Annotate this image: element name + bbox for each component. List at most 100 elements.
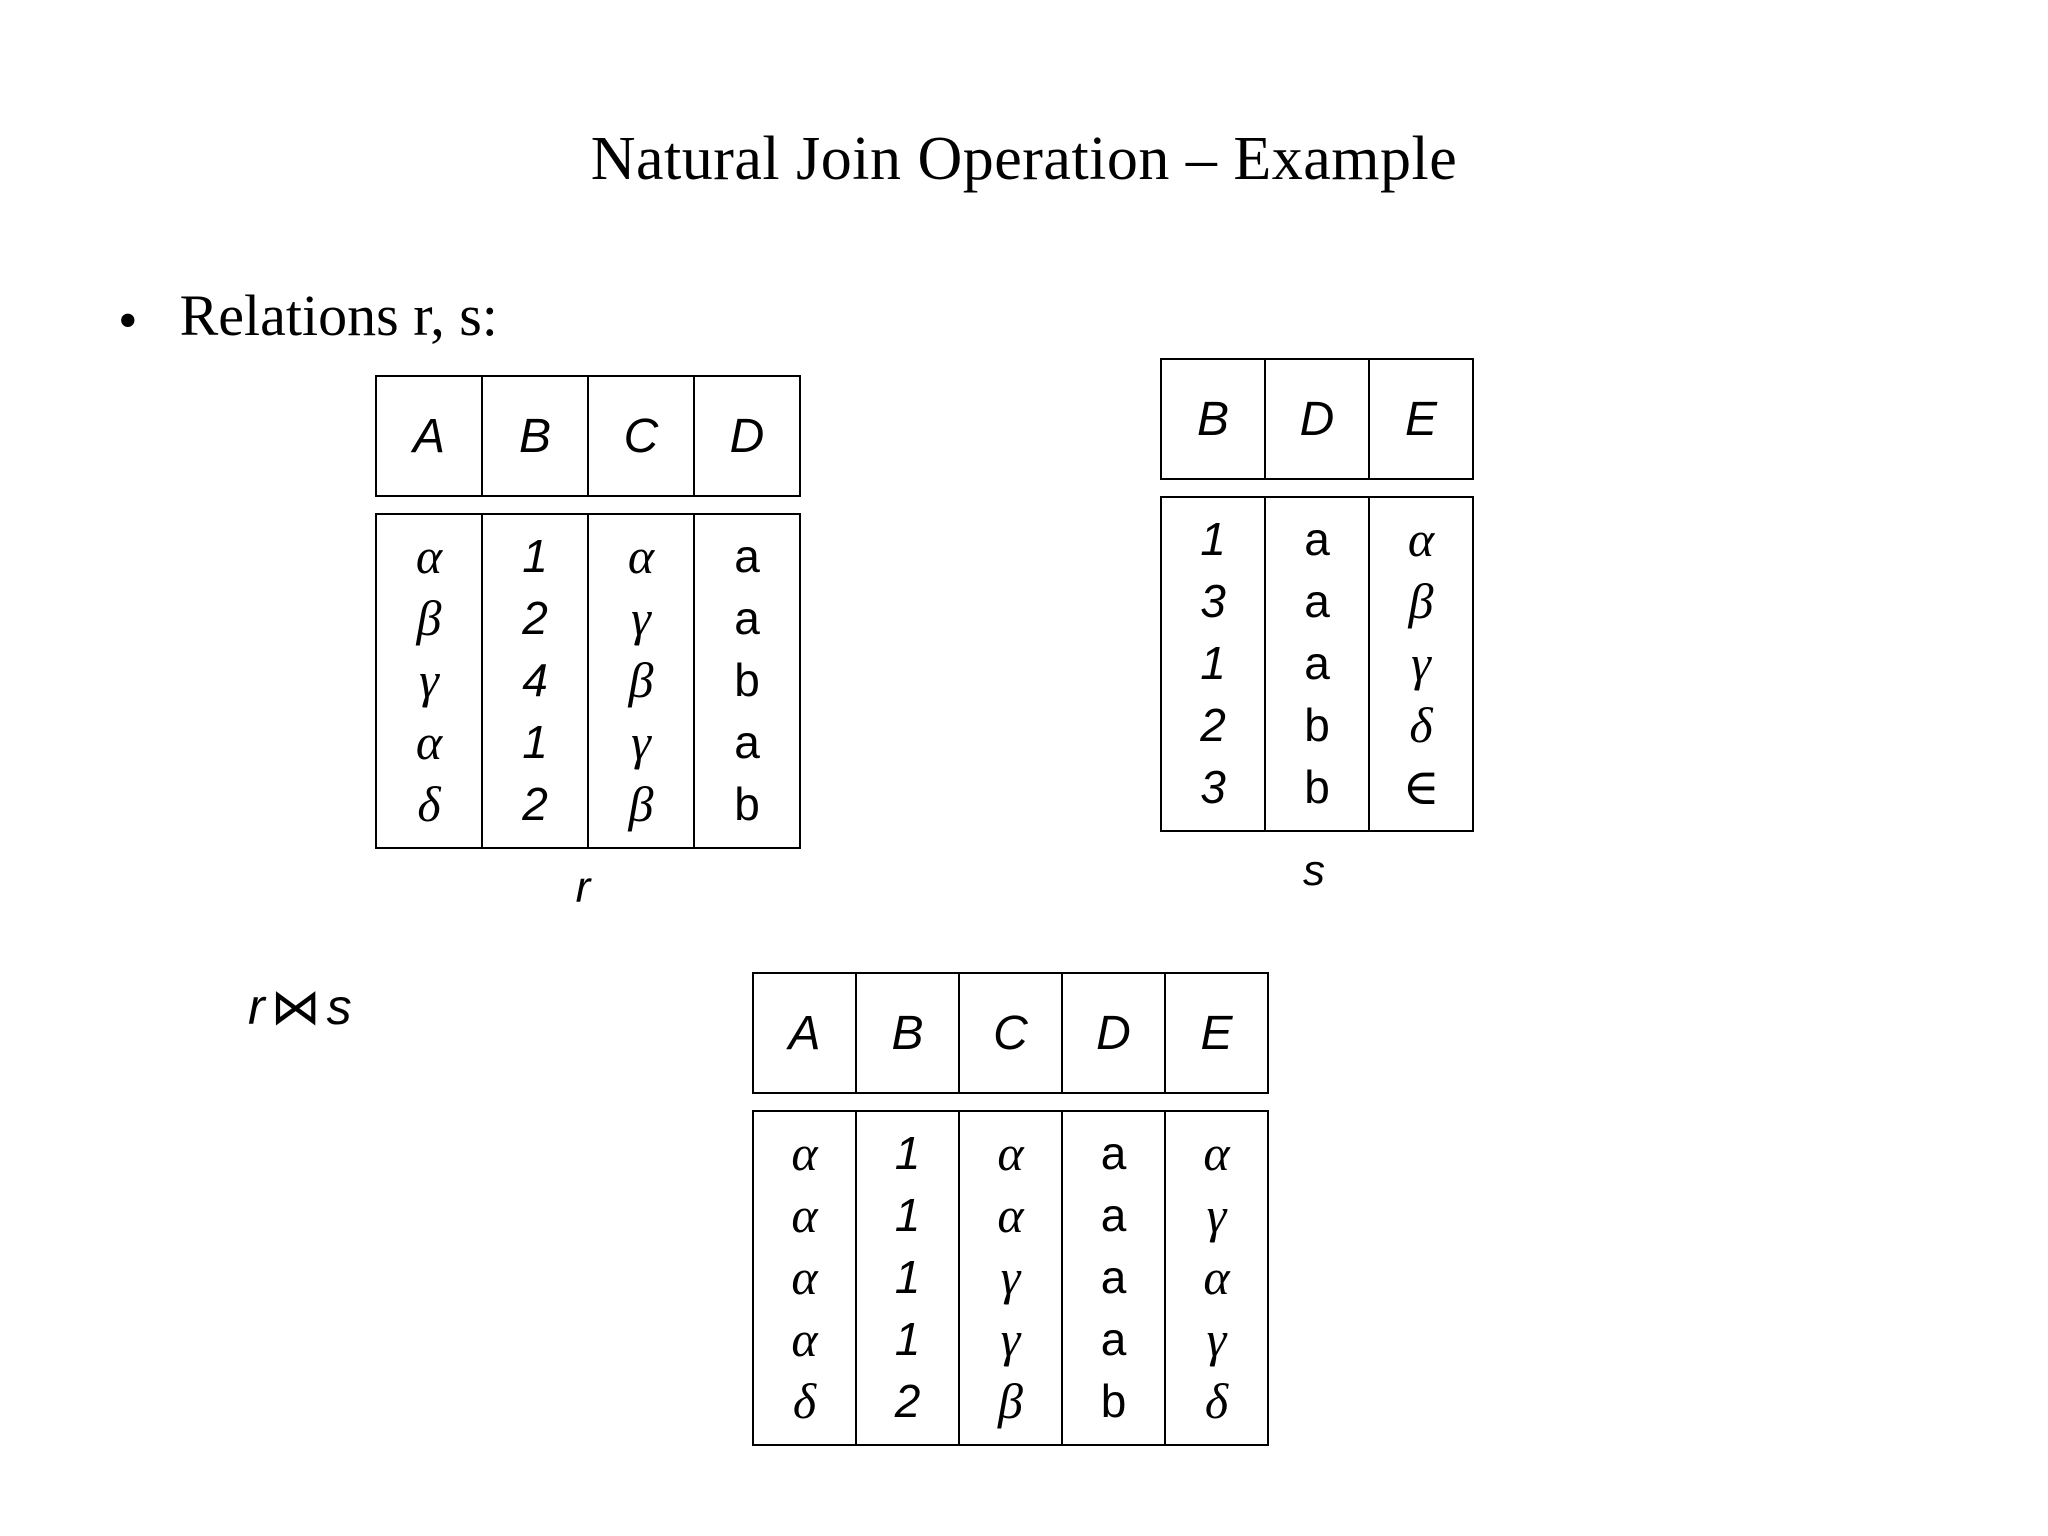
table-cell-value: 1 bbox=[894, 1251, 921, 1303]
bullet-line: • Relations r, s: bbox=[118, 283, 498, 350]
table-cell-value: 1 bbox=[522, 530, 548, 582]
table-cell-value: b bbox=[734, 778, 760, 830]
table-cell-value: 1 bbox=[894, 1127, 921, 1179]
column-header-c: C bbox=[587, 375, 695, 497]
column-header-b: B bbox=[855, 972, 960, 1094]
header-body-gap bbox=[1160, 480, 1468, 496]
relation-r-label: r bbox=[575, 863, 591, 912]
table-cell-value: α bbox=[791, 1125, 818, 1181]
table-cell-value: β bbox=[1408, 573, 1434, 629]
column-header-d: D bbox=[1061, 972, 1166, 1094]
table-cell-value: γ bbox=[1206, 1311, 1227, 1367]
table-cell-value: δ bbox=[1409, 697, 1433, 753]
table-cell-value: a bbox=[1100, 1189, 1127, 1241]
table-cell-value: a bbox=[734, 530, 760, 582]
table-cell-value: 2 bbox=[522, 592, 548, 644]
table-header-row: A B C D bbox=[375, 375, 801, 497]
table-cell-value: 2 bbox=[894, 1375, 921, 1427]
column-header-e: E bbox=[1368, 358, 1474, 480]
table-header-row: A B C D E bbox=[752, 972, 1269, 1094]
table-cell-value: a bbox=[1100, 1127, 1127, 1179]
table-cell-value: δ bbox=[1204, 1373, 1229, 1429]
relation-s-header: B D E bbox=[1160, 358, 1474, 480]
header-body-gap bbox=[752, 1094, 1258, 1110]
table-cell-value: γ bbox=[1411, 635, 1431, 691]
table-cell-value: α bbox=[1203, 1125, 1230, 1181]
table-cell-value: 2 bbox=[1200, 699, 1226, 751]
table-cell-value: δ bbox=[417, 776, 441, 832]
table-cell-value: β bbox=[628, 652, 654, 708]
bullet-label: Relations r, s: bbox=[179, 283, 498, 348]
table-cell-value: α bbox=[627, 528, 655, 584]
column-header-c: C bbox=[958, 972, 1063, 1094]
column-header-b: B bbox=[1160, 358, 1266, 480]
table-cell-value: γ bbox=[1206, 1187, 1227, 1243]
table-cell-value: ∈ bbox=[1402, 759, 1440, 815]
table-cell-value: δ bbox=[792, 1373, 817, 1429]
table-cell-value: β bbox=[628, 776, 654, 832]
table-cell-value: b bbox=[734, 654, 760, 706]
header-body-gap bbox=[375, 497, 791, 513]
relation-s-label: s bbox=[1303, 846, 1325, 895]
table-cell-value: 3 bbox=[1200, 761, 1226, 813]
column-header-a: A bbox=[375, 375, 483, 497]
column-header-b: B bbox=[481, 375, 589, 497]
join-right-operand: s bbox=[326, 979, 352, 1035]
table-cell-value: γ bbox=[631, 714, 651, 770]
join-left-operand: r bbox=[248, 979, 265, 1035]
table-cell-value: 1 bbox=[1200, 513, 1226, 565]
bullet-dot-icon: • bbox=[118, 290, 138, 352]
table-cell-value: a bbox=[1304, 575, 1330, 627]
table-cell-value: γ bbox=[1000, 1249, 1021, 1305]
table-cell-value: α bbox=[415, 714, 443, 770]
natural-join-bowtie-icon: ⋈ bbox=[270, 978, 321, 1036]
table-cell-value: a bbox=[734, 716, 760, 768]
column-header-d: D bbox=[1264, 358, 1370, 480]
join-expression: r⋈s bbox=[248, 978, 352, 1036]
table-cell-value: α bbox=[1203, 1249, 1230, 1305]
table-cell-value: α bbox=[997, 1187, 1024, 1243]
table-cell-value: α bbox=[997, 1125, 1024, 1181]
table-cell-value: b bbox=[1100, 1375, 1127, 1427]
table-cell-value: b bbox=[1304, 761, 1330, 813]
table-cell-value: a bbox=[1100, 1313, 1127, 1365]
page-title: Natural Join Operation – Example bbox=[590, 125, 1458, 193]
table-cell-value: β bbox=[998, 1373, 1023, 1429]
table-cell-value: 1 bbox=[1200, 637, 1226, 689]
table-cell-value: a bbox=[734, 592, 760, 644]
table-cell-value: 2 bbox=[522, 778, 548, 830]
relation-r-header: A B C D bbox=[375, 375, 801, 497]
table-cell-value: α bbox=[415, 528, 443, 584]
table-cell-value: α bbox=[791, 1249, 818, 1305]
